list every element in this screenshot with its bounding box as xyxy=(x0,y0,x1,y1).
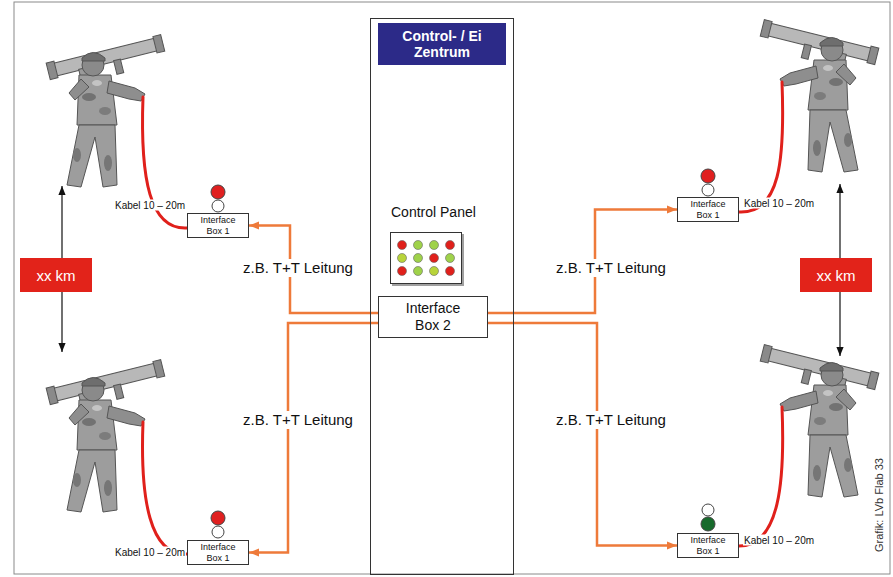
signal-lamp xyxy=(701,169,715,183)
panel-heading: Control Panel xyxy=(391,204,476,220)
signal-lamp xyxy=(211,511,225,525)
soldier-figure xyxy=(46,35,167,187)
line-label: z.B. T+T Leitung xyxy=(553,259,669,277)
credit-note: Grafik: LVb Flab 33 xyxy=(873,458,885,552)
soldier-figure xyxy=(46,360,167,512)
box-label: Interface Box 1 xyxy=(195,542,241,563)
interface-box: Interface Box 1 xyxy=(187,540,249,565)
distance-arrow xyxy=(61,186,62,352)
cable xyxy=(739,82,783,212)
signal-line xyxy=(488,210,677,314)
frame xyxy=(14,2,890,574)
cable-length: Kabel 10 – 20m xyxy=(114,547,186,558)
led-matrix xyxy=(398,241,455,276)
signal-line xyxy=(488,323,677,546)
cable-length: Kabel 10 – 20m xyxy=(114,200,186,211)
interface-box: Interface Box 1 xyxy=(187,213,249,238)
box-label: Interface Box 1 xyxy=(195,215,241,236)
cable-length: Kabel 10 – 20m xyxy=(743,198,815,209)
box-label: Interface Box 1 xyxy=(685,535,731,556)
signal-lamp xyxy=(212,200,224,212)
signal-lamp xyxy=(701,517,715,531)
signal-line xyxy=(249,323,378,553)
soldier-figure xyxy=(758,20,879,172)
distance-label: xx km xyxy=(20,258,92,292)
soldier-figure xyxy=(758,345,879,497)
signal-lamp xyxy=(702,504,714,516)
interface-box: Interface Box 2 xyxy=(378,296,488,338)
interface-box: Interface Box 1 xyxy=(677,197,739,222)
cable-length: Kabel 10 – 20m xyxy=(743,535,815,546)
line-label: z.B. T+T Leitung xyxy=(240,411,356,429)
cable xyxy=(143,422,187,554)
control-center-box: Control- / Ei ZentrumControl PanelInterf… xyxy=(370,18,514,575)
signal-lamp xyxy=(212,526,224,538)
box-label: Interface Box 2 xyxy=(395,300,471,334)
center-heading: Control- / Ei Zentrum xyxy=(378,23,506,65)
distance-arrow xyxy=(839,184,840,356)
interface-box: Interface Box 1 xyxy=(677,533,739,558)
signal-lamp xyxy=(702,184,714,196)
box-label: Interface Box 1 xyxy=(685,199,731,220)
cable xyxy=(739,407,783,546)
signal-line xyxy=(249,226,378,314)
signal-lamp xyxy=(211,185,225,199)
line-label: z.B. T+T Leitung xyxy=(553,411,669,429)
line-label: z.B. T+T Leitung xyxy=(240,259,356,277)
distance-label: xx km xyxy=(800,258,872,292)
cable xyxy=(143,97,187,228)
control-panel: Control Panel xyxy=(390,232,462,284)
